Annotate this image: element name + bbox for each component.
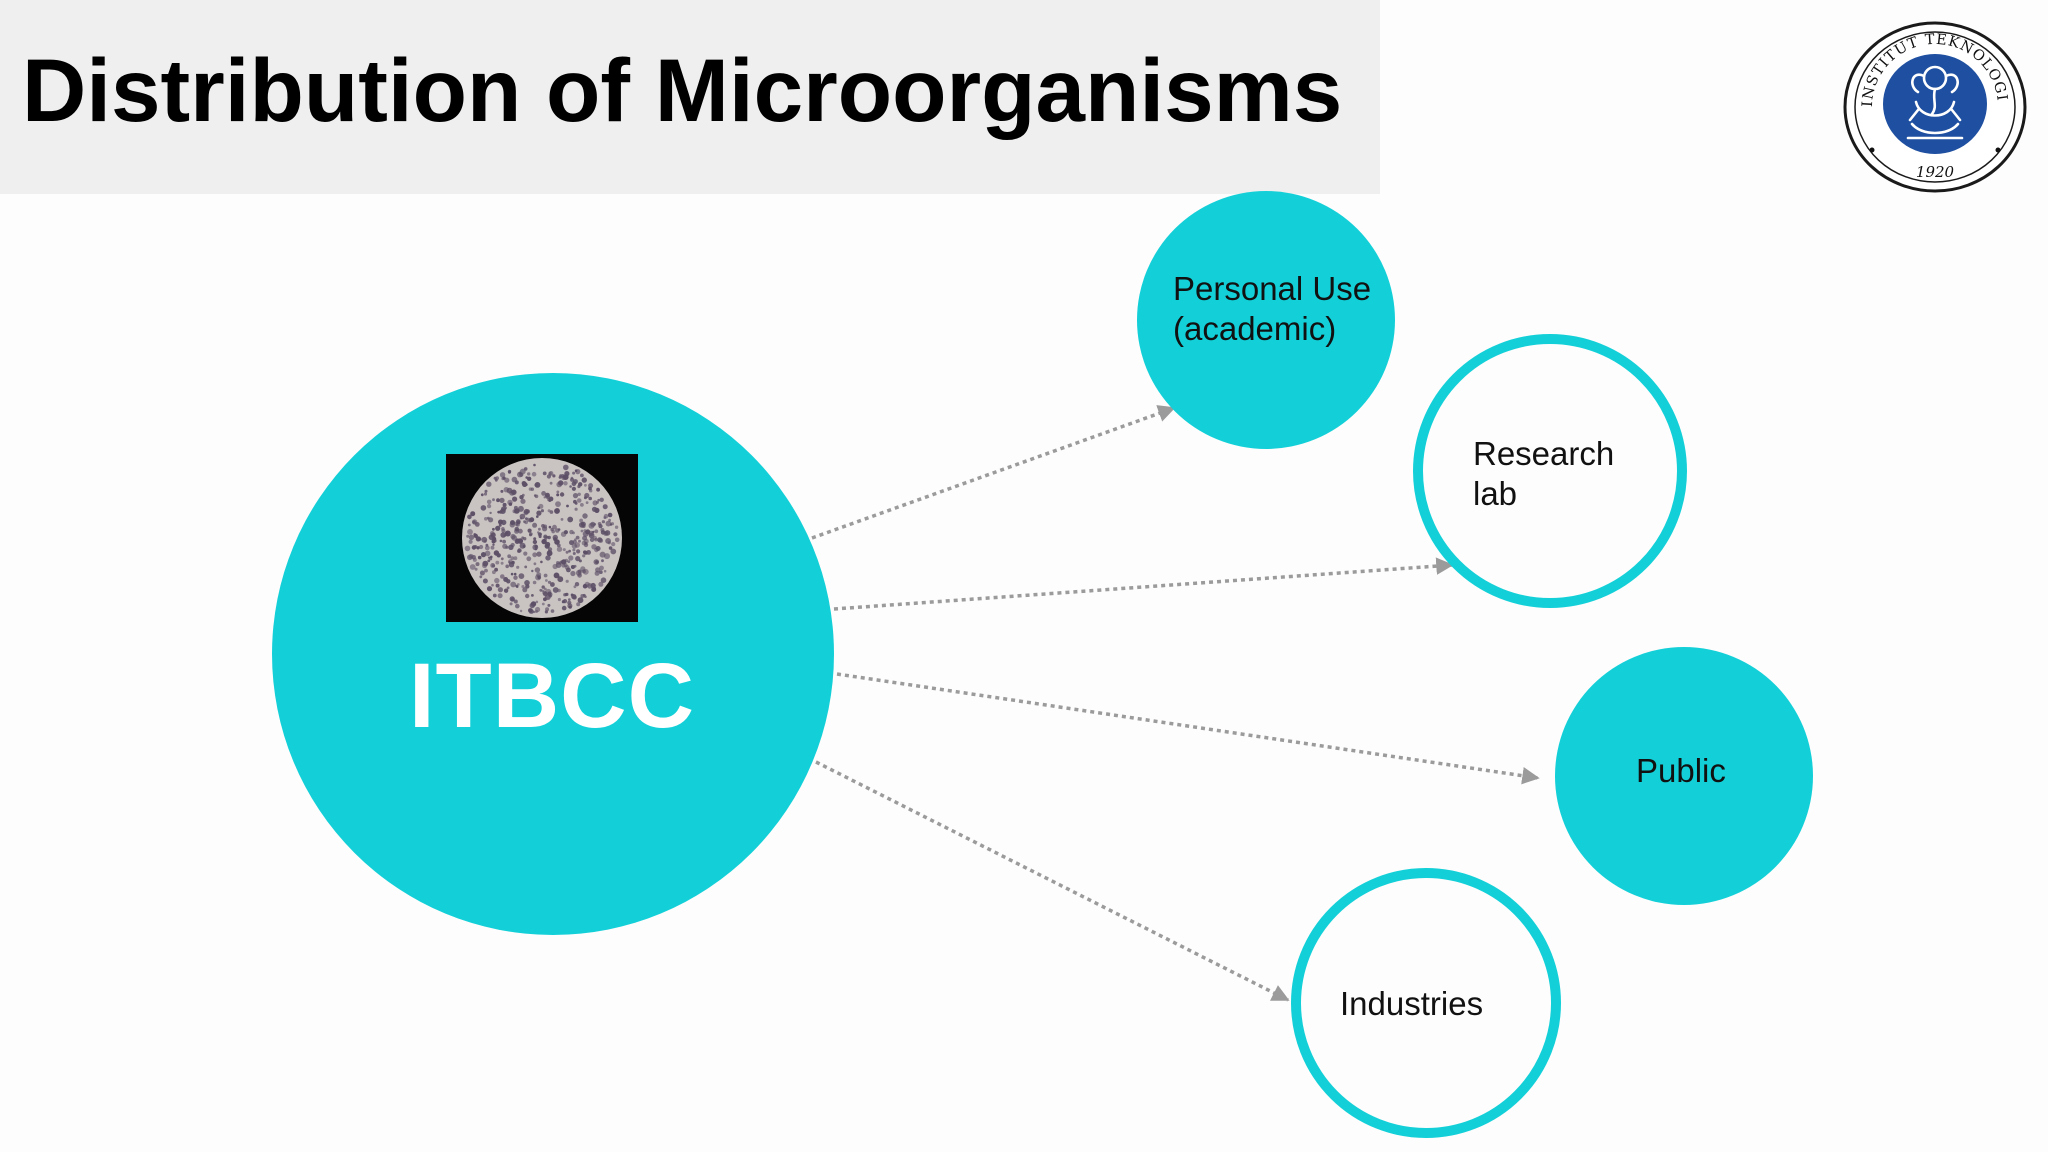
hub-label: ITBCC [408,645,696,747]
microorganism-micrograph [446,454,638,622]
logo-year: 1920 [1916,163,1955,181]
slide-title: Distribution of Microorganisms [22,40,1343,140]
public-label: Public [1636,752,1726,789]
arrow-to-industries [815,760,1290,1002]
industries-circle [1291,868,1561,1138]
industries-label: Industries [1340,985,1484,1022]
arrow-to-personal-use [811,405,1176,540]
itb-logo: INSTITUT TEKNOLOGI BANDUNG 1920 [1842,20,2027,193]
hub-circle [272,373,834,935]
public-circle [1555,647,1813,905]
arrow-to-research-lab [833,557,1454,611]
research-lab-circle [1413,334,1687,608]
title-band [0,0,1380,194]
arrow-to-public [836,672,1540,785]
research-lab-label: Research lab [1473,435,1615,512]
personal-use-label: Personal Use (academic) [1173,270,1372,347]
personal-use-circle [1137,191,1395,449]
